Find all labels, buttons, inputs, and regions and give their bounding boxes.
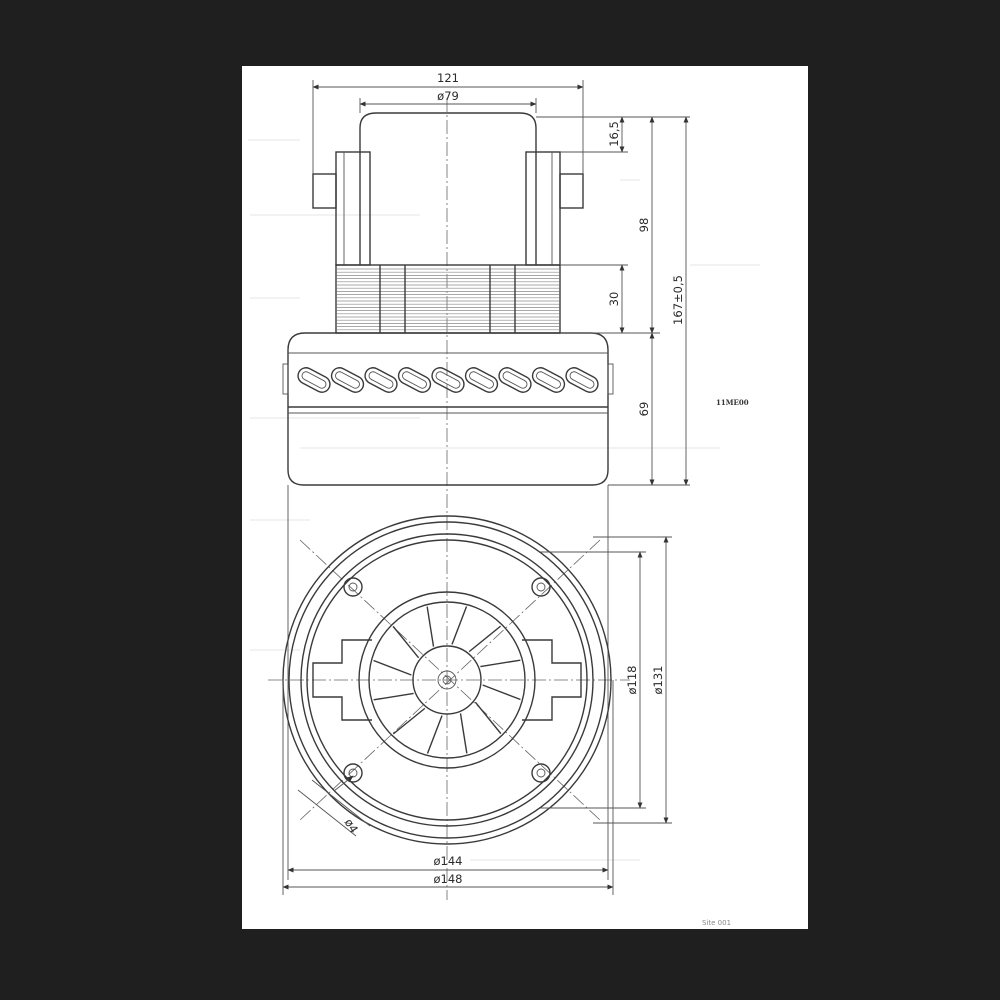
dim-outer-flange-diameter: ø131 xyxy=(651,666,665,695)
impeller-blade xyxy=(482,684,521,701)
dim-brush-offset: 16,5 xyxy=(607,121,621,147)
dimension-lines xyxy=(282,80,690,895)
impeller-blade xyxy=(373,692,414,701)
impeller-blade xyxy=(392,625,420,659)
mounting-holes xyxy=(343,577,551,783)
impeller-blade xyxy=(392,707,426,735)
dim-base-diameter-inner: ø144 xyxy=(434,854,463,868)
impeller-blade xyxy=(480,659,521,668)
top-view xyxy=(268,515,630,845)
dim-inner-diameter: ø118 xyxy=(625,666,639,695)
vent-slot xyxy=(431,367,465,393)
lamination-stack-lines xyxy=(337,268,559,334)
dim-hole-diameter: ø4 xyxy=(342,816,361,836)
dim-overall-height: 167±0,5 xyxy=(671,275,685,325)
corner-stamp: Site 001 xyxy=(702,919,731,927)
dimension-labels: 121 ø79 16,5 98 30 167±0,5 69 ø118 ø131 … xyxy=(342,71,685,886)
dim-top-bore: ø79 xyxy=(437,89,459,103)
impeller-blade xyxy=(373,659,412,676)
dim-stack-height: 30 xyxy=(607,292,621,307)
dim-top-width: 121 xyxy=(437,71,459,85)
vent-slot xyxy=(531,367,566,393)
vent-slot xyxy=(330,367,365,393)
impeller-blade xyxy=(451,606,468,645)
model-label: 11ME00 xyxy=(716,398,749,407)
dim-top-section-height: 98 xyxy=(637,218,651,233)
vent-slot xyxy=(297,367,331,393)
impeller-blade xyxy=(459,713,468,754)
side-view xyxy=(282,98,614,900)
dim-housing-height: 69 xyxy=(637,402,651,417)
impeller-blade xyxy=(426,606,435,647)
vent-slot xyxy=(397,367,432,393)
impeller-blade xyxy=(426,715,443,754)
vent-slot xyxy=(498,367,532,393)
vent-slot xyxy=(565,367,599,393)
impeller-blade xyxy=(468,625,502,653)
vent-slots xyxy=(297,367,599,393)
drawing-sheet xyxy=(242,66,808,929)
impeller-blade xyxy=(474,701,502,735)
vent-slot xyxy=(464,367,499,393)
impeller-blades xyxy=(373,606,521,754)
dim-base-diameter-outer: ø148 xyxy=(434,872,463,886)
vent-slot xyxy=(364,367,398,393)
